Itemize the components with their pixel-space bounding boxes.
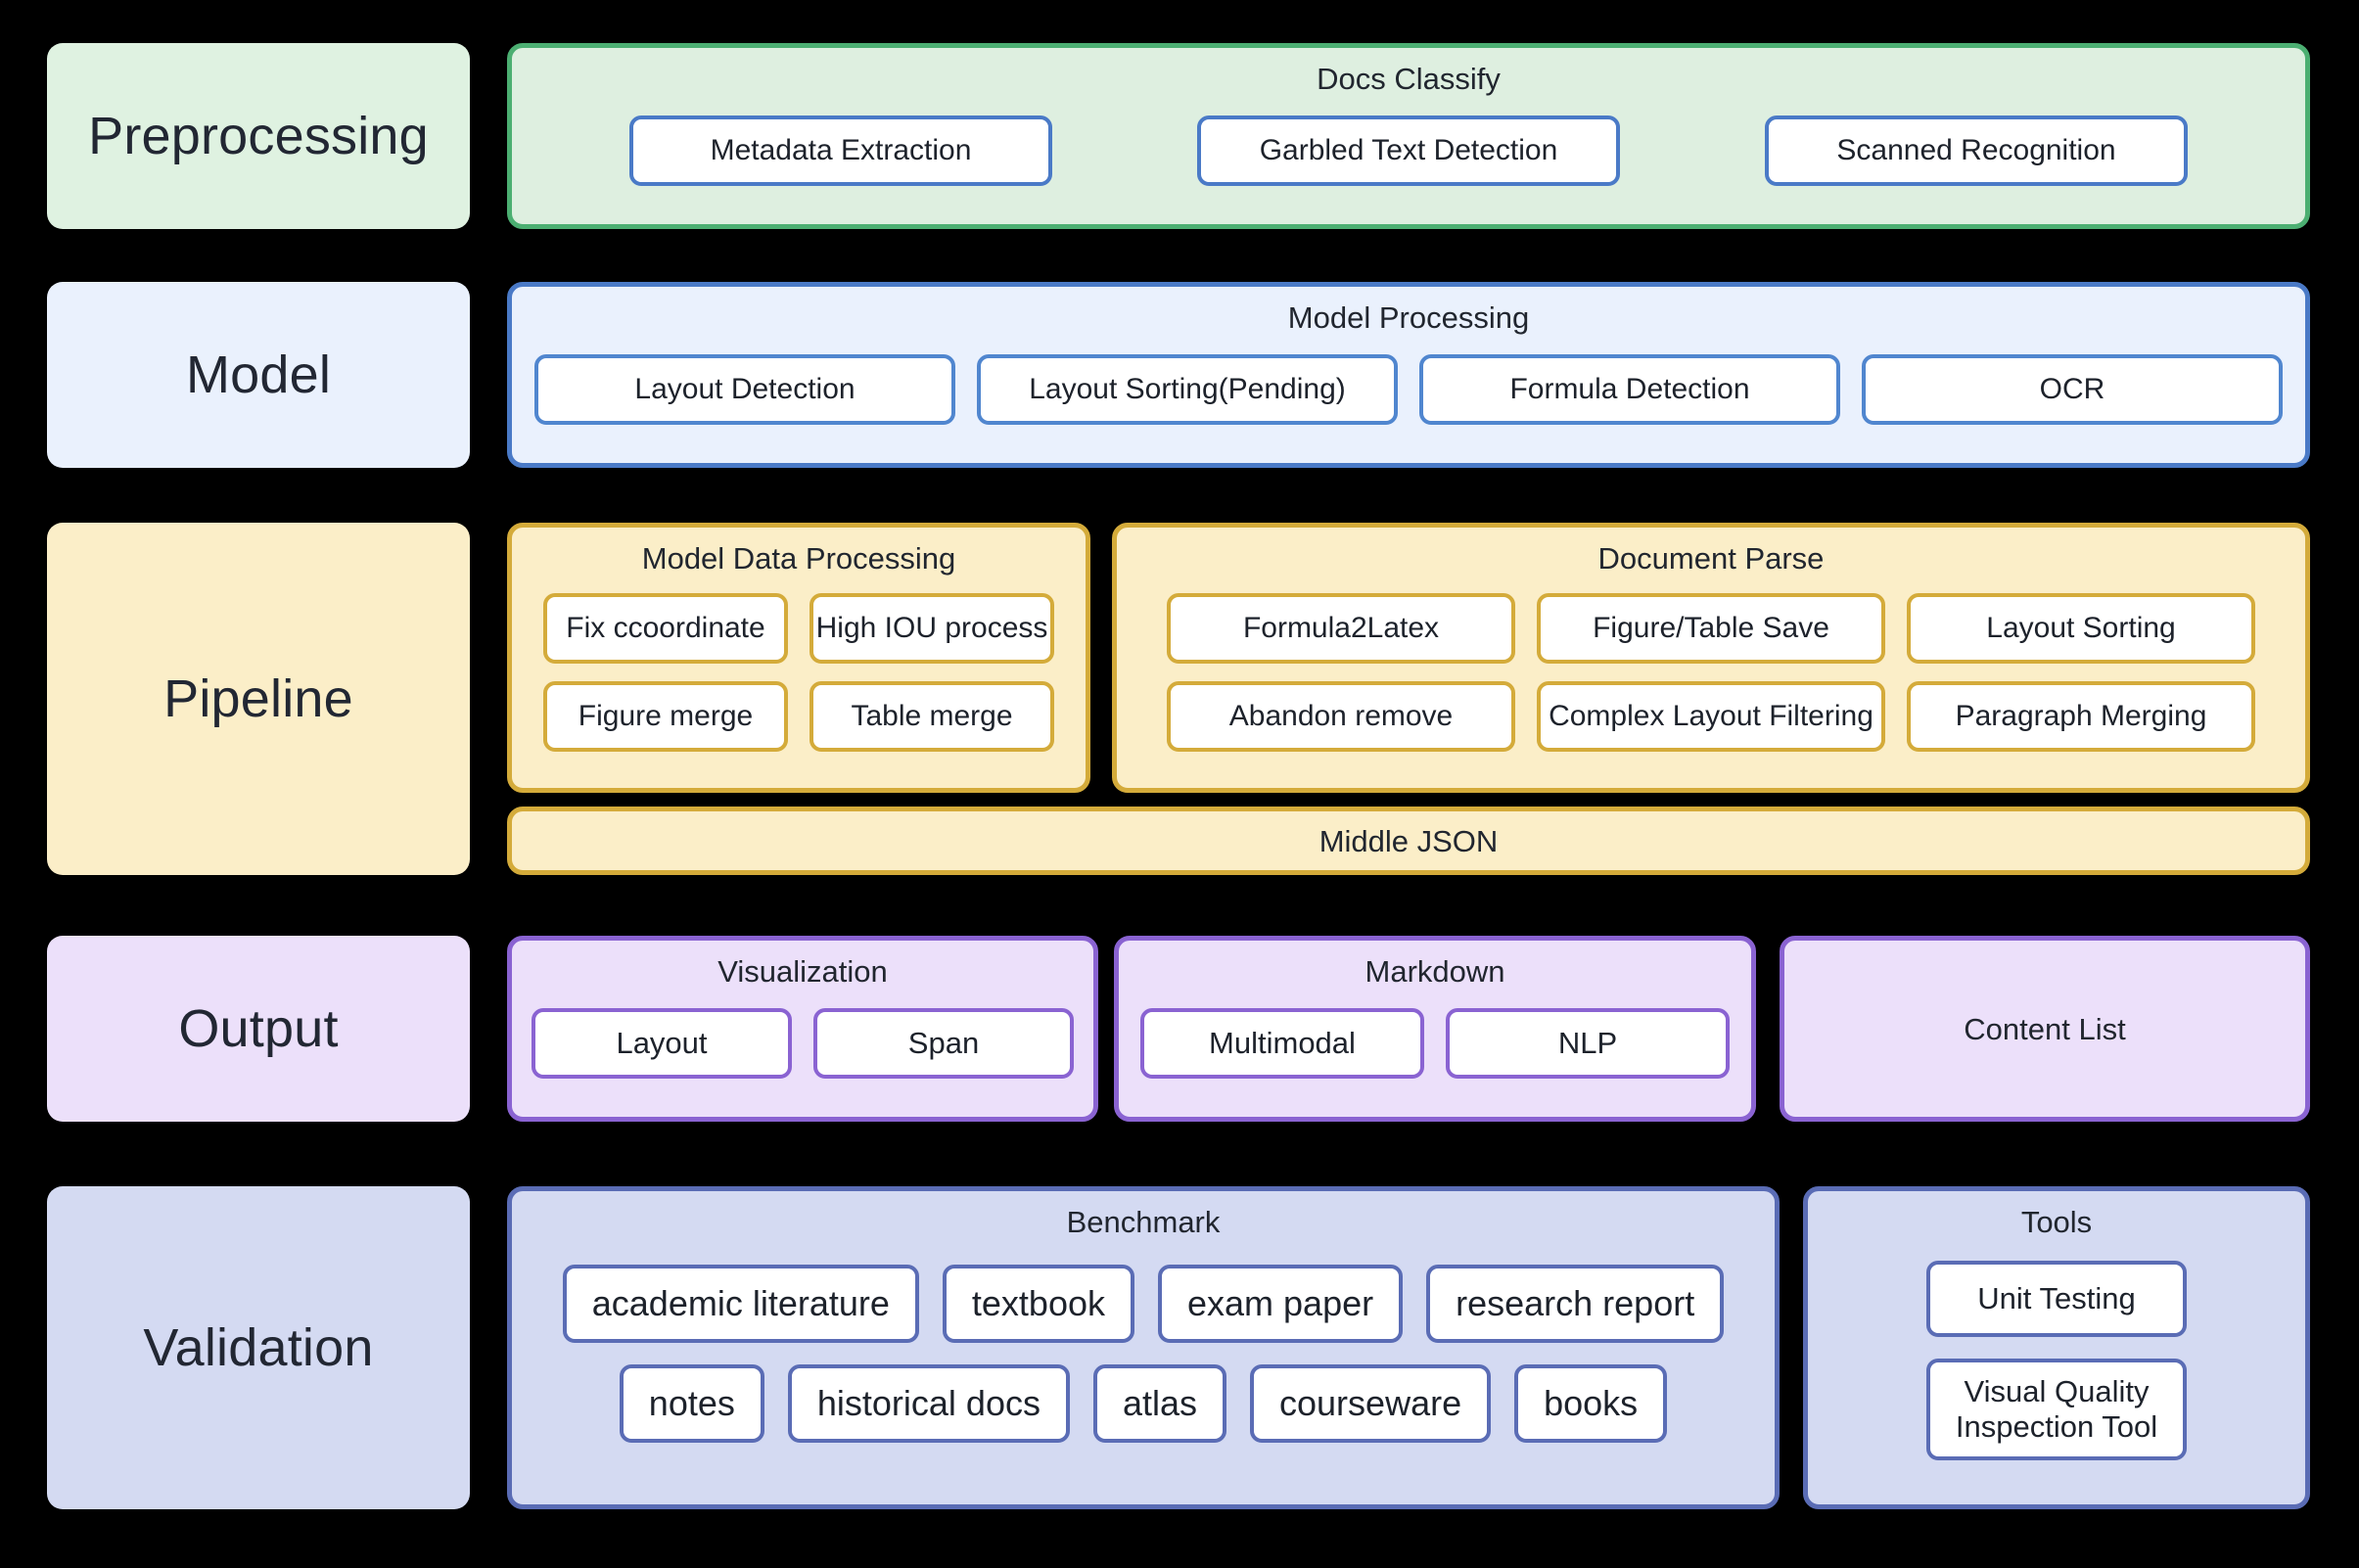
chip-row: Metadata Extraction Garbled Text Detecti… <box>512 115 2305 186</box>
panel-title-document-parse: Document Parse <box>1597 541 1825 576</box>
chip-visual-quality-inspection-tool[interactable]: Visual Quality Inspection Tool <box>1926 1359 2187 1460</box>
panel-title-visualization: Visualization <box>717 954 888 989</box>
panel-title-docs-classify: Docs Classify <box>1317 62 1501 96</box>
panel-title-benchmark: Benchmark <box>1066 1205 1221 1239</box>
panel-title-content-list: Content List <box>1964 1011 2126 1046</box>
chip-unit-testing[interactable]: Unit Testing <box>1926 1261 2187 1337</box>
chip-historical-docs[interactable]: historical docs <box>787 1364 1070 1443</box>
chip-complex-layout-filtering[interactable]: Complex Layout Filtering <box>1537 681 1885 752</box>
panel-content-list: Content List <box>1780 936 2310 1122</box>
chip-column: Unit Testing Visual Quality Inspection T… <box>1926 1261 2187 1460</box>
panel-docs-classify: Docs Classify Metadata Extraction Garble… <box>507 43 2310 229</box>
panel-markdown: Markdown Multimodal NLP <box>1114 936 1756 1122</box>
chip-table-merge[interactable]: Table merge <box>809 681 1054 752</box>
chip-row: Formula2Latex Figure/Table Save Layout S… <box>1117 593 2305 664</box>
chip-row: Multimodal NLP <box>1119 1008 1751 1079</box>
panel-title-model-processing: Model Processing <box>1287 300 1530 335</box>
stage-label-preprocessing: Preprocessing <box>47 43 470 229</box>
chip-atlas[interactable]: atlas <box>1092 1364 1227 1443</box>
panel-middle-json: Middle JSON <box>507 807 2310 875</box>
stage-label-output: Output <box>47 936 470 1122</box>
chip-row: Fix ccoordinate High IOU process <box>512 593 1086 664</box>
panel-title-markdown: Markdown <box>1365 954 1505 989</box>
chip-layout[interactable]: Layout <box>532 1008 792 1079</box>
panel-title-tools: Tools <box>2020 1205 2093 1239</box>
panel-benchmark: Benchmark academic literature textbook e… <box>507 1186 1780 1509</box>
chip-garbled-text-detection[interactable]: Garbled Text Detection <box>1197 115 1620 186</box>
chip-figure-merge[interactable]: Figure merge <box>543 681 788 752</box>
chip-row: Layout Detection Layout Sorting(Pending)… <box>512 354 2305 425</box>
stage-label-validation: Validation <box>47 1186 470 1509</box>
stage-label-text: Preprocessing <box>88 107 429 165</box>
panel-model-data-processing: Model Data Processing Fix ccoordinate Hi… <box>507 523 1090 793</box>
panel-model-processing: Model Processing Layout Detection Layout… <box>507 282 2310 468</box>
chip-exam-paper[interactable]: exam paper <box>1158 1265 1404 1343</box>
chip-row: notes historical docs atlas courseware b… <box>512 1364 1775 1443</box>
chip-row: academic literature textbook exam paper … <box>512 1265 1775 1343</box>
stage-label-pipeline: Pipeline <box>47 523 470 875</box>
panel-tools: Tools Unit Testing Visual Quality Inspec… <box>1803 1186 2310 1509</box>
stage-label-model: Model <box>47 282 470 468</box>
stage-label-text: Pipeline <box>163 669 353 728</box>
panel-visualization: Visualization Layout Span <box>507 936 1098 1122</box>
chip-figure-table-save[interactable]: Figure/Table Save <box>1537 593 1885 664</box>
chip-multimodal[interactable]: Multimodal <box>1140 1008 1424 1079</box>
stage-label-text: Model <box>185 346 332 404</box>
panel-title-model-data-processing: Model Data Processing <box>641 541 956 576</box>
chip-courseware[interactable]: courseware <box>1250 1364 1492 1443</box>
chip-research-report[interactable]: research report <box>1426 1265 1725 1343</box>
chip-row: Layout Span <box>512 1008 1093 1079</box>
stage-label-text: Validation <box>143 1318 374 1377</box>
chip-notes[interactable]: notes <box>619 1364 764 1443</box>
stage-label-text: Output <box>178 999 339 1058</box>
chip-academic-literature[interactable]: academic literature <box>562 1265 919 1343</box>
chip-ocr[interactable]: OCR <box>1862 354 2283 425</box>
panel-title-middle-json: Middle JSON <box>1318 823 1499 858</box>
chip-metadata-extraction[interactable]: Metadata Extraction <box>629 115 1052 186</box>
chip-layout-sorting[interactable]: Layout Sorting <box>1907 593 2255 664</box>
chip-layout-sorting-pending[interactable]: Layout Sorting(Pending) <box>977 354 1398 425</box>
chip-textbook[interactable]: textbook <box>942 1265 1134 1343</box>
chip-fix-ccoordinate[interactable]: Fix ccoordinate <box>543 593 788 664</box>
chip-span[interactable]: Span <box>813 1008 1074 1079</box>
chip-row: Abandon remove Complex Layout Filtering … <box>1117 681 2305 752</box>
panel-document-parse: Document Parse Formula2Latex Figure/Tabl… <box>1112 523 2310 793</box>
chip-books[interactable]: books <box>1514 1364 1668 1443</box>
chip-abandon-remove[interactable]: Abandon remove <box>1167 681 1515 752</box>
chip-layout-detection[interactable]: Layout Detection <box>534 354 955 425</box>
chip-formula2latex[interactable]: Formula2Latex <box>1167 593 1515 664</box>
chip-formula-detection[interactable]: Formula Detection <box>1419 354 1840 425</box>
chip-high-iou-process[interactable]: High IOU process <box>809 593 1054 664</box>
chip-row: Figure merge Table merge <box>512 681 1086 752</box>
chip-scanned-recognition[interactable]: Scanned Recognition <box>1765 115 2188 186</box>
chip-nlp[interactable]: NLP <box>1446 1008 1730 1079</box>
chip-paragraph-merging[interactable]: Paragraph Merging <box>1907 681 2255 752</box>
